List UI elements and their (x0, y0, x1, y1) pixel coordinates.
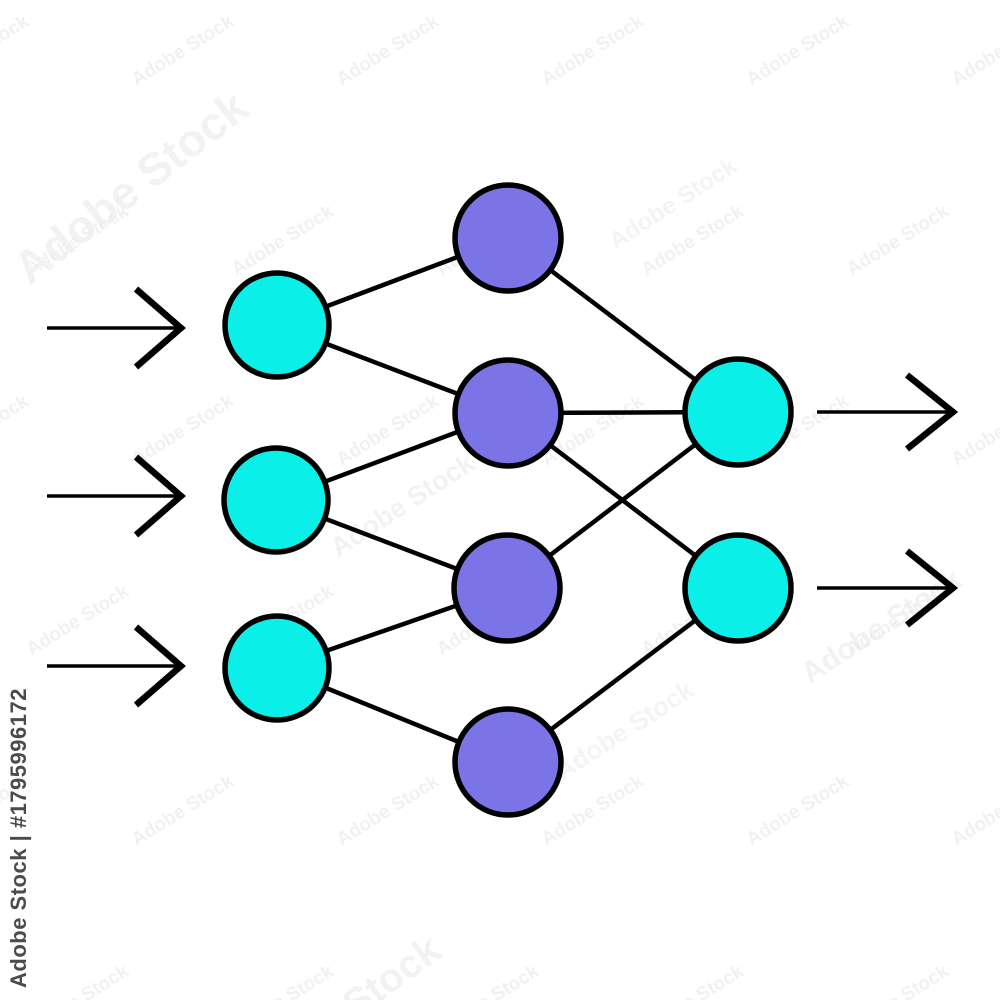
input-node (222, 613, 332, 723)
input-arrow-icon-head (133, 286, 186, 370)
hidden-node (452, 706, 564, 818)
hidden-node (452, 182, 564, 294)
output-arrow-icon-head (904, 548, 959, 628)
hidden-node (452, 357, 564, 469)
output-node (682, 356, 794, 468)
input-node (221, 445, 331, 555)
output-node (682, 532, 794, 644)
input-node (222, 270, 332, 380)
output-arrow-icon-head (904, 372, 959, 452)
hidden-node (451, 532, 563, 644)
stock-id-label: Adobe Stock | #1795996172 (6, 688, 31, 988)
input-arrow-icon-head (133, 624, 186, 708)
input-arrow-icon-head (133, 454, 186, 538)
